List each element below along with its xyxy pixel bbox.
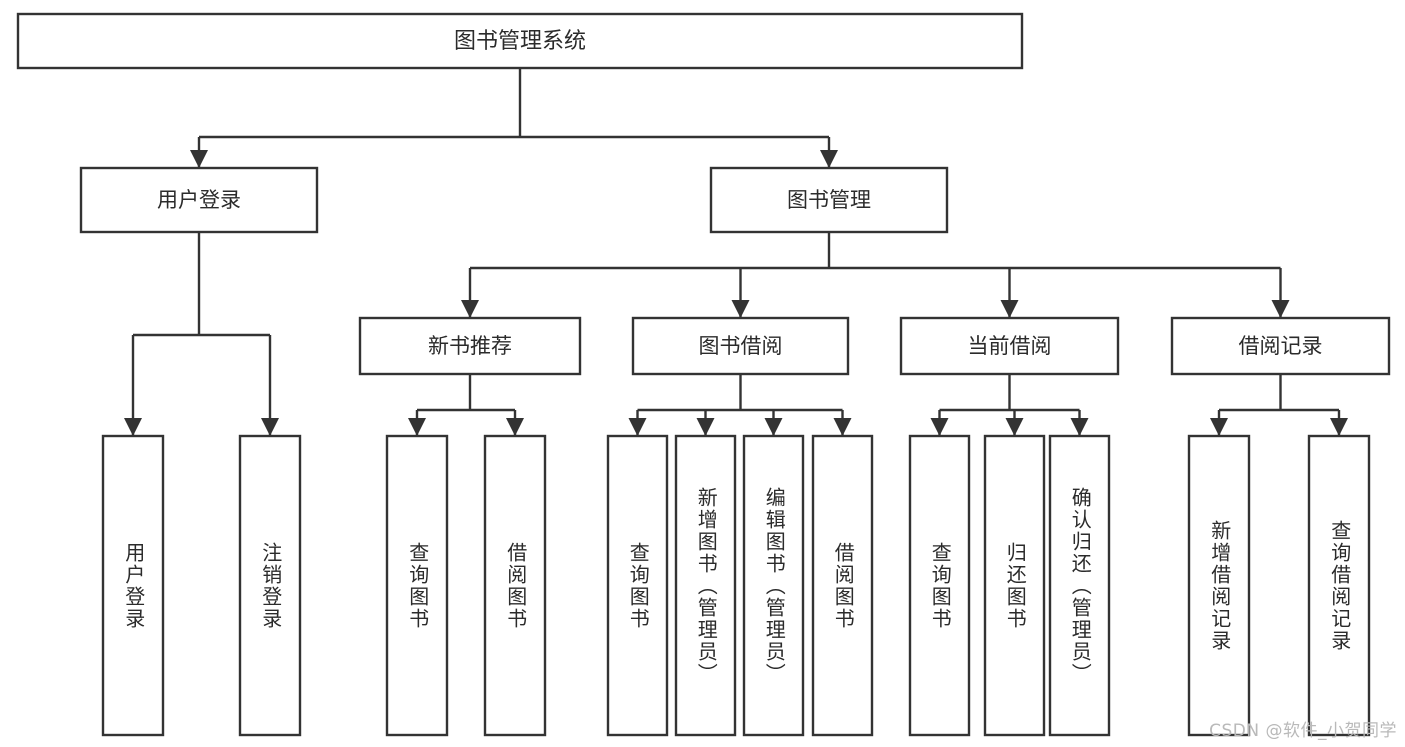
arrowhead (461, 300, 479, 318)
arrowhead (731, 300, 750, 318)
connector-edges (124, 68, 1348, 436)
arrowhead (820, 150, 838, 168)
level3-node-box-new-book-recommend[interactable] (358, 316, 582, 376)
leaf-node-box-g2-l2[interactable] (483, 434, 547, 737)
level3-node-box-book-borrow[interactable] (631, 316, 850, 376)
leaf-node-box-g3-l1[interactable] (606, 434, 669, 737)
level3-node-label-borrow-record: 借阅记录 (1239, 334, 1323, 358)
node-boxes (16, 12, 1391, 737)
level2-node-box-user-login[interactable] (79, 166, 319, 234)
level3-node-box-borrow-record[interactable] (1170, 316, 1391, 376)
leaf-node-box-g3-l4[interactable] (811, 434, 874, 737)
arrowhead (833, 418, 852, 436)
root-node-box[interactable] (16, 12, 1024, 70)
arrowhead (124, 418, 142, 436)
arrowhead (1330, 418, 1348, 436)
level3-node-label-book-borrow: 图书借阅 (699, 334, 783, 358)
leaf-node-box-g2-l1[interactable] (385, 434, 449, 737)
leaf-node-box-g5-l1[interactable] (1187, 434, 1251, 737)
leaf-node-box-leaf-user-login[interactable] (101, 434, 165, 737)
level3-node-label-current-borrow: 当前借阅 (968, 334, 1052, 358)
arrowhead (930, 418, 949, 436)
level2-node-label-book-management: 图书管理 (787, 188, 871, 212)
arrowhead (408, 418, 426, 436)
leaf-node-box-g4-l2[interactable] (983, 434, 1046, 737)
arrowhead (506, 418, 524, 436)
leaf-node-box-g4-l3[interactable] (1048, 434, 1111, 737)
arrowhead (628, 418, 647, 436)
arrowhead (1210, 418, 1228, 436)
arrowhead (764, 418, 783, 436)
leaf-node-box-g3-l2[interactable] (674, 434, 737, 737)
level2-node-box-book-management[interactable] (709, 166, 949, 234)
csdn-watermark: CSDN @软件_小贺同学 (1209, 721, 1397, 741)
leaf-node-box-g4-l1[interactable] (908, 434, 971, 737)
level3-node-box-current-borrow[interactable] (899, 316, 1120, 376)
arrowhead (1005, 418, 1024, 436)
arrowhead (696, 418, 715, 436)
arrowhead (261, 418, 279, 436)
arrowhead (1070, 418, 1089, 436)
leaf-node-box-g3-l3[interactable] (742, 434, 805, 737)
level3-node-label-new-book-recommend: 新书推荐 (428, 334, 512, 358)
leaf-node-box-g5-l2[interactable] (1307, 434, 1371, 737)
root-node-label: 图书管理系统 (454, 29, 586, 54)
arrowhead (1000, 300, 1019, 318)
arrowhead (1271, 300, 1290, 318)
leaf-node-box-leaf-user-logout[interactable] (238, 434, 302, 737)
arrowhead (190, 150, 208, 168)
level2-node-label-user-login: 用户登录 (157, 188, 241, 212)
